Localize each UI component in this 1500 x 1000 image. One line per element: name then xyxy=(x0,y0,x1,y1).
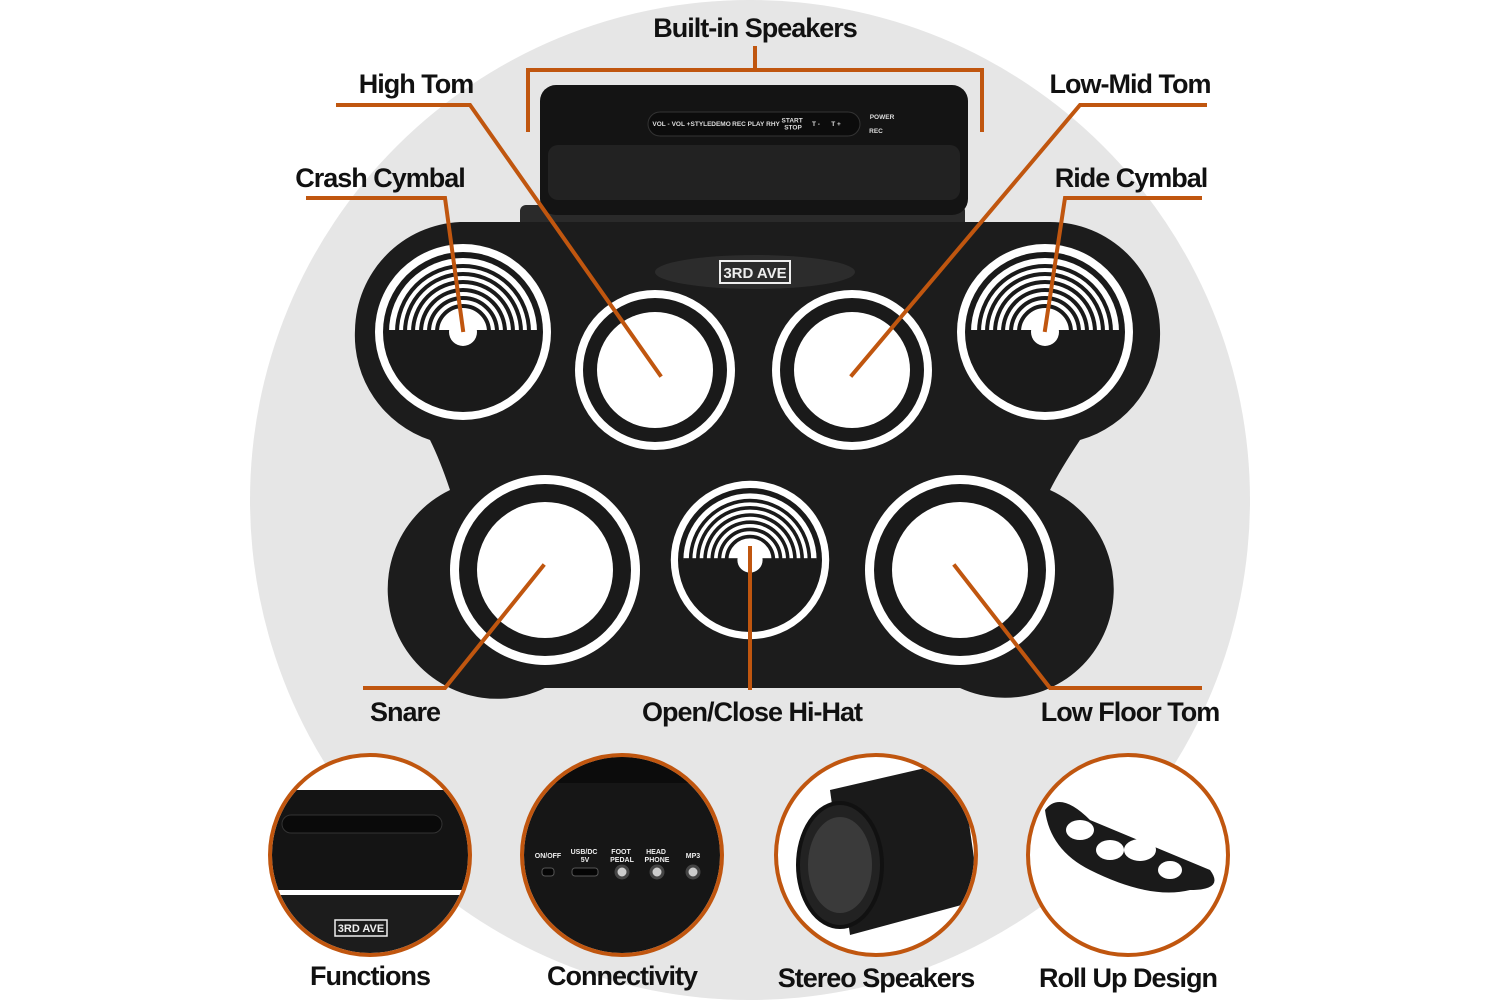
panel-button: VOL + xyxy=(672,121,691,128)
panel-button: STYLE xyxy=(691,121,713,128)
label-stereo-speakers: Stereo Speakers xyxy=(778,963,975,993)
panel-button: T + xyxy=(831,121,841,128)
panel-button: T - xyxy=(812,121,820,128)
rec-indicator-label: REC xyxy=(869,128,883,135)
label-low-floor-tom: Low Floor Tom xyxy=(1041,697,1219,727)
port-jack xyxy=(685,864,701,880)
panel-button: START STOP xyxy=(782,117,805,131)
port-label: MP3 xyxy=(686,853,701,860)
feature-roll-up-design xyxy=(1030,757,1226,953)
panel-button: VOL - xyxy=(652,121,669,128)
label-roll-up-design: Roll Up Design xyxy=(1039,963,1217,993)
label-snare: Snare xyxy=(370,697,441,727)
label-hihat: Open/Close Hi-Hat xyxy=(642,697,863,727)
power-indicator-label: POWER xyxy=(870,114,895,121)
feature-stereo-speakers xyxy=(778,757,974,953)
panel-button: PLAY xyxy=(748,121,765,128)
callout-lines xyxy=(306,46,1207,690)
brand-logo: 3RD AVE xyxy=(723,265,786,282)
low-mid-tom-pad xyxy=(772,290,932,450)
port-label: FOOT PEDAL xyxy=(610,849,634,864)
label-high-tom: High Tom xyxy=(359,69,473,99)
label-functions: Functions xyxy=(310,961,430,991)
label-low-mid-tom: Low-Mid Tom xyxy=(1050,69,1211,99)
label-connectivity: Connectivity xyxy=(547,961,698,991)
port-jack xyxy=(614,864,630,880)
port-label: USB/DC 5V xyxy=(571,849,600,864)
brand-logo-small: 3RD AVE xyxy=(338,923,384,935)
port-jack xyxy=(649,864,665,880)
panel-button: DEMO xyxy=(711,121,731,128)
label-ride-cymbal: Ride Cymbal xyxy=(1055,163,1208,193)
port-jack xyxy=(571,867,599,877)
port-label: HEAD PHONE xyxy=(645,849,670,864)
panel-button: RHY xyxy=(766,121,780,128)
port-label: ON/OFF xyxy=(535,853,562,860)
panel-button: REC xyxy=(732,121,746,128)
label-crash-cymbal: Crash Cymbal xyxy=(295,163,465,193)
port-jack xyxy=(541,867,555,877)
snare-pad xyxy=(450,475,640,665)
label-built-in-speakers: Built-in Speakers xyxy=(653,13,857,43)
